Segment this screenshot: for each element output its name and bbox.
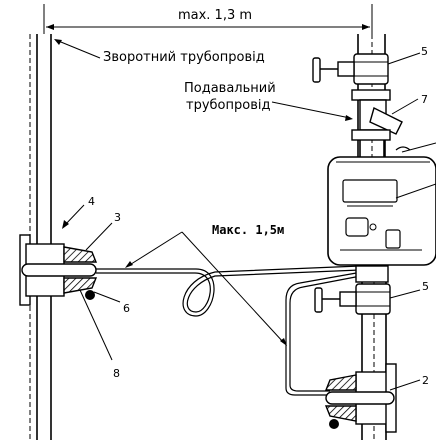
- strainer-filter: [351, 89, 403, 160]
- max-cable-label: Макс. 1,5м: [212, 223, 284, 237]
- callout-2: 2: [422, 374, 429, 387]
- callout-3: 3: [114, 211, 121, 224]
- supply-pipe-label-line2: трубопровід: [186, 98, 270, 113]
- heat-meter: [327, 146, 436, 283]
- callout-5-lower: 5: [422, 280, 429, 293]
- callout-5-upper: 5: [421, 45, 428, 58]
- lower-shutoff-valve: [314, 283, 391, 315]
- upper-shutoff-valve: [312, 53, 389, 85]
- return-pipe-leader: [54, 39, 101, 59]
- return-sensor-mount: [19, 234, 98, 306]
- supply-pipe-label-line1: Подавальний: [184, 81, 276, 96]
- callout-4: 4: [88, 195, 95, 208]
- callout-6: 6: [123, 302, 130, 315]
- return-pipe-label: Зворотний трубопровід: [103, 50, 265, 65]
- dimension-label: max. 1,3 m: [178, 8, 252, 23]
- dimension-line-max-1-3m: [43, 4, 373, 34]
- return-pipe: [29, 34, 52, 440]
- supply-sensor-mount: [324, 363, 397, 433]
- callout-8: 8: [113, 367, 120, 380]
- max-cable-leaders: [125, 231, 287, 346]
- callout-7: 7: [421, 93, 428, 106]
